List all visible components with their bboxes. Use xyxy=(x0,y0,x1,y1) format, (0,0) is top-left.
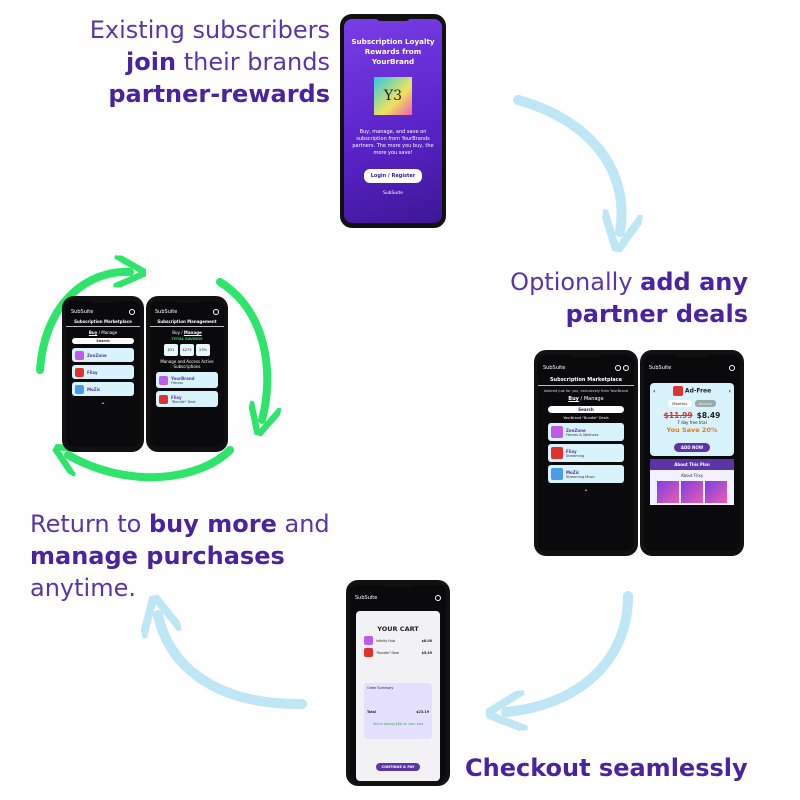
order-summary: Order Summary Total$23.19 You're saving … xyxy=(364,683,432,739)
caption-return: Return to buy more and manage purchases … xyxy=(30,510,330,602)
marketplace-title: Subscription Marketplace xyxy=(538,377,634,386)
small-marketplace-phone: SubSuite Subscription Marketplace Buy / … xyxy=(62,296,144,452)
search-input[interactable]: Search xyxy=(72,338,134,344)
cart-icon[interactable] xyxy=(623,365,629,371)
mozic-icon xyxy=(75,384,84,394)
flixy-icon xyxy=(364,648,373,657)
arrow-to-partner-deals xyxy=(513,95,622,232)
continue-pay-button[interactable]: CONTINUE & PAY xyxy=(376,763,420,771)
trial-note: 7 day free trial xyxy=(677,420,707,425)
deal-card-flixy[interactable]: Flixy xyxy=(72,365,134,379)
login-register-button[interactable]: Login / Register xyxy=(363,169,423,183)
cycle-arrow-top xyxy=(36,272,130,374)
arrow-to-checkout xyxy=(506,591,633,712)
rewards-body: Buy, manage, and save on subscription fr… xyxy=(352,129,434,156)
cart-title: YOUR CART xyxy=(377,625,419,633)
deal-card-mozic[interactable]: MoZic xyxy=(72,382,134,396)
flixy-icon xyxy=(551,447,563,459)
brand-logo: Y3 xyxy=(374,77,412,115)
savings-note: You Save 20% xyxy=(666,426,718,434)
chevron-down-icon[interactable]: ⌄ xyxy=(100,399,106,406)
chevron-right-icon[interactable]: › xyxy=(728,387,731,395)
savings-heading: TOTAL SAVINGS xyxy=(171,337,203,341)
subsuite-logo: SubSuite xyxy=(649,365,672,371)
thumbnail-image xyxy=(657,481,679,503)
about-flixy-section[interactable]: About Flixy xyxy=(650,470,734,505)
manage-tab[interactable]: Manage xyxy=(583,396,604,402)
cycle-arrow-right xyxy=(216,278,267,420)
subsuite-logo: SubSuite xyxy=(155,309,178,315)
manage-tab[interactable]: Manage xyxy=(101,330,118,335)
flixy-icon xyxy=(159,394,168,404)
savings-message: You're saving $$$ on your cart xyxy=(372,722,424,726)
flixy-icon xyxy=(672,386,683,396)
deals-heading: YourBrand "Bundle" Deals xyxy=(563,416,609,420)
zenzone-icon xyxy=(551,426,563,438)
active-sub-card[interactable]: Flixy"Bundle" Deal xyxy=(156,391,218,407)
caption-add-deals: Optionally add any partner deals xyxy=(510,268,748,328)
chevron-down-icon[interactable]: ⌄ xyxy=(583,486,589,493)
cart-icon[interactable] xyxy=(435,595,441,601)
search-input[interactable]: Search xyxy=(548,406,624,413)
tab-monthly[interactable]: Monthly xyxy=(668,400,692,407)
infinity-hub-icon xyxy=(364,636,373,645)
yourbrand-icon xyxy=(159,375,168,385)
manage-heading: Manage and Access Active Subscriptions xyxy=(160,359,214,369)
cart-phone: SubSuite YOUR CART Infinity Hub$8.00 "Bu… xyxy=(346,580,450,786)
cart-panel: YOUR CART Infinity Hub$8.00 "Bundle" Dea… xyxy=(356,611,440,781)
subsuite-logo: SubSuite xyxy=(71,309,94,315)
chevron-left-icon[interactable]: ‹ xyxy=(653,387,656,395)
caption-checkout: Checkout seamlessly xyxy=(465,754,748,782)
flixy-icon xyxy=(75,367,84,377)
plan-name: Ad-Free xyxy=(684,387,712,395)
manage-tab[interactable]: Manage xyxy=(183,330,202,335)
buy-tab[interactable]: Buy xyxy=(88,330,98,335)
user-icon[interactable] xyxy=(615,365,621,371)
about-plan-section[interactable]: About This Plan xyxy=(650,459,734,470)
cart-item: Infinity Hub$8.00 xyxy=(356,633,440,645)
savings-stats: $31 $273 23% xyxy=(150,344,224,356)
add-now-button[interactable]: ADD NOW xyxy=(673,443,711,452)
subsuite-logo: SubSuite xyxy=(355,595,378,601)
rewards-phone: Subscription Loyalty Rewards from YourBr… xyxy=(340,14,446,228)
cart-icon[interactable] xyxy=(213,309,219,315)
old-price: $11.99 xyxy=(663,411,693,420)
buy-tab[interactable]: Buy xyxy=(568,396,579,402)
marketplace-phone: SubSuite Subscription Marketplace tailor… xyxy=(534,350,638,556)
arrow-to-return xyxy=(158,615,307,710)
thumbnail-image xyxy=(681,481,703,503)
deal-card-zenzone[interactable]: ZenZone xyxy=(72,348,134,362)
subsuite-footer: SubSuite xyxy=(382,191,404,196)
rewards-title: Subscription Loyalty Rewards from YourBr… xyxy=(351,37,435,66)
cart-icon[interactable] xyxy=(729,365,735,371)
tab-annual[interactable]: Annual xyxy=(694,400,716,407)
cart-icon[interactable] xyxy=(129,309,135,315)
new-price: $8.49 xyxy=(696,411,721,420)
zenzone-icon xyxy=(75,350,84,360)
subsuite-logo: SubSuite xyxy=(543,365,566,371)
cycle-arrow-bottom xyxy=(68,450,234,482)
tailored-note: tailored just for you, exclusively from … xyxy=(543,389,629,393)
management-phone: SubSuite Subscription Management Buy / M… xyxy=(146,296,228,452)
caption-join: Existing subscribers join their brands p… xyxy=(89,16,330,108)
mozic-icon xyxy=(551,468,563,480)
management-title: Subscription Management xyxy=(150,319,224,327)
buy-tab[interactable]: Buy xyxy=(172,330,180,335)
thumbnail-image xyxy=(705,481,727,503)
marketplace-title: Subscription Marketplace xyxy=(66,319,140,327)
cart-item: "Bundle" Deal$5.49 xyxy=(356,645,440,657)
